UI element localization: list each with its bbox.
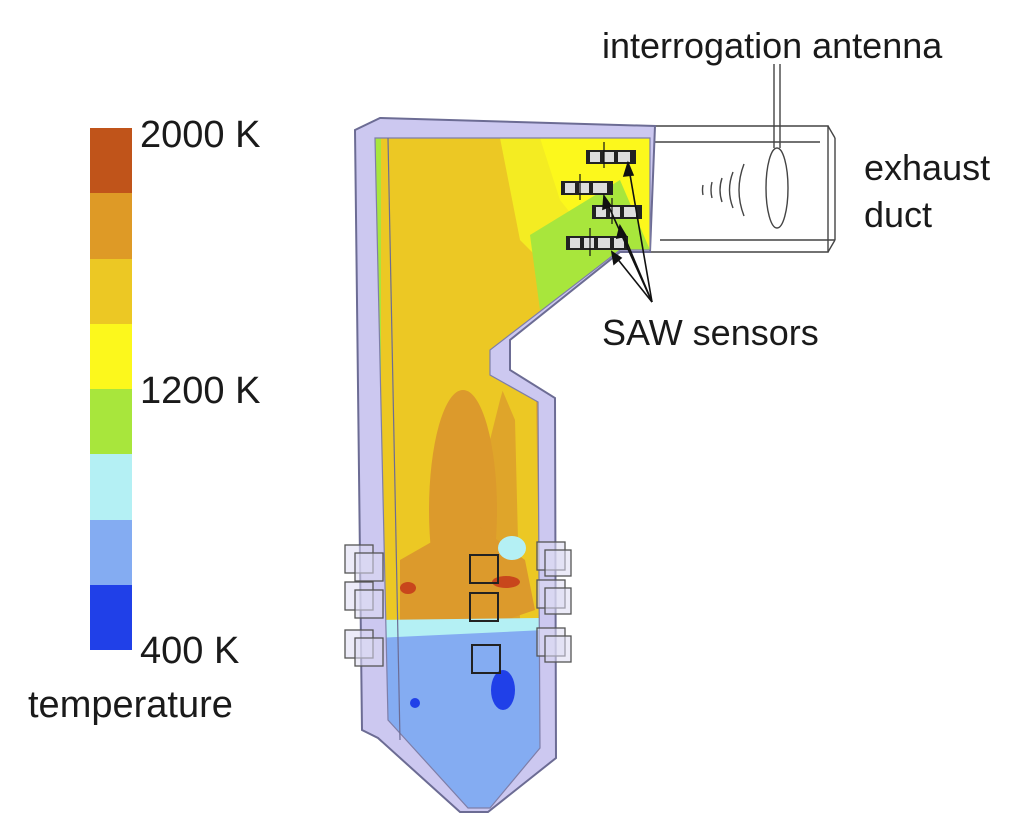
colorbar-label-max: 2000 K bbox=[140, 114, 261, 156]
interrogation-antenna-icon bbox=[701, 64, 789, 229]
saw-sensors-label: SAW sensors bbox=[602, 312, 819, 353]
colorbar-swatch bbox=[90, 454, 132, 520]
colorbar-swatch bbox=[90, 389, 132, 455]
exhaust-duct-label-line1: exhaust bbox=[864, 147, 991, 188]
saw-sensor-pointers bbox=[602, 160, 653, 303]
saw-sensor-ticks bbox=[579, 142, 613, 256]
burner-group-right bbox=[536, 541, 572, 663]
colorbar-label-mid: 1200 K bbox=[140, 370, 261, 412]
colorbar-label-min: 400 K bbox=[140, 630, 240, 672]
colorbar-swatch bbox=[90, 128, 132, 194]
colorbar-swatch bbox=[90, 519, 132, 585]
temperature-colorbar bbox=[90, 128, 132, 650]
exhaust-duct bbox=[649, 125, 836, 253]
antenna-label: interrogation antenna bbox=[602, 25, 943, 66]
saw-sensor-icon bbox=[592, 205, 642, 219]
furnace-inner-wall bbox=[374, 137, 651, 809]
saw-sensor-icon bbox=[586, 150, 636, 164]
colorbar-swatch bbox=[90, 323, 132, 389]
saw-sensor-icon bbox=[566, 236, 628, 250]
burner-group-center bbox=[469, 554, 501, 674]
exhaust-duct-label-line2: duct bbox=[864, 194, 933, 235]
saw-sensor-array bbox=[561, 142, 642, 256]
temperature-field bbox=[375, 138, 650, 808]
colorbar-title: temperature bbox=[28, 684, 233, 726]
colorbar-swatch bbox=[90, 193, 132, 259]
wall-edge-line bbox=[387, 137, 401, 741]
burner-group-left bbox=[344, 544, 384, 667]
colorbar-swatch bbox=[90, 258, 132, 324]
colorbar-swatch bbox=[90, 584, 132, 650]
saw-sensor-icon bbox=[561, 181, 613, 195]
